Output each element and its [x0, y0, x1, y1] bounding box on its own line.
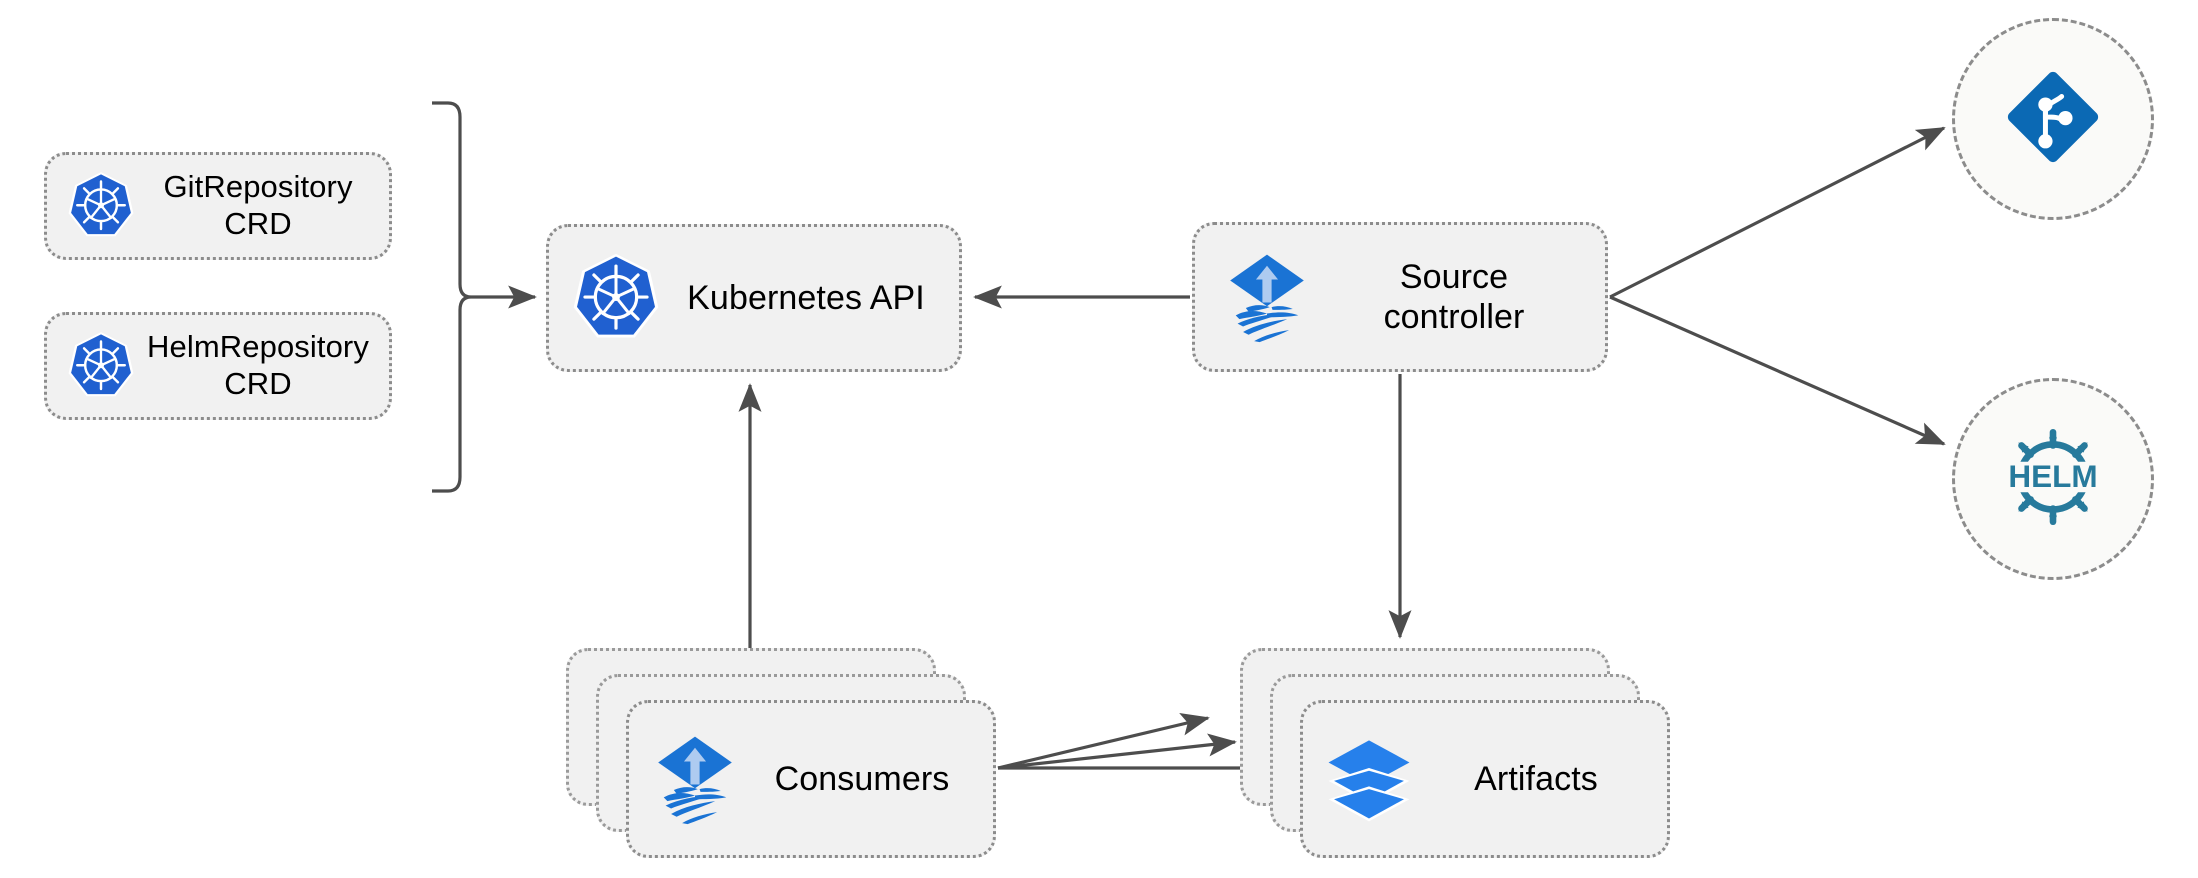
node-label: Source controller	[1383, 257, 1525, 336]
node-helm-endpoint[interactable]: HELM	[1952, 378, 2154, 580]
node-label: HelmRepository CRD	[147, 329, 369, 401]
edge-source-controller-to-helm	[1609, 295, 1946, 446]
helm-icon: HELM	[1992, 416, 2114, 543]
node-git-endpoint[interactable]	[1952, 18, 2154, 220]
node-kubernetes-api[interactable]: Kubernetes API	[546, 224, 962, 372]
node-label: Artifacts	[1474, 759, 1598, 798]
layers-icon	[1323, 733, 1415, 825]
node-consumers-stack[interactable]: Consumers	[566, 648, 996, 858]
node-gitrepository-crd[interactable]: GitRepository CRD	[44, 152, 392, 260]
node-source-controller[interactable]: Source controller	[1192, 222, 1608, 372]
edge-consumers-to-artifacts-1	[997, 713, 1210, 770]
crd-group-bracket	[432, 101, 472, 493]
helm-wordmark: HELM	[2008, 458, 2097, 494]
flux-icon	[1221, 251, 1313, 343]
node-artifacts-stack[interactable]: Artifacts	[1240, 648, 1670, 858]
node-artifacts[interactable]: Artifacts	[1300, 700, 1670, 858]
edge-source-controller-to-git	[1609, 126, 1946, 299]
kubernetes-icon	[569, 251, 663, 345]
edge-consumers-to-artifacts-2	[997, 733, 1237, 770]
node-helmrepository-crd[interactable]: HelmRepository CRD	[44, 312, 392, 420]
node-label: Consumers	[774, 759, 950, 798]
flux-icon	[649, 733, 741, 825]
git-icon	[1999, 63, 2107, 176]
kubernetes-icon	[65, 330, 137, 402]
kubernetes-icon	[65, 170, 137, 242]
node-consumers[interactable]: Consumers	[626, 700, 996, 858]
node-label: Kubernetes API	[687, 278, 925, 317]
node-label: GitRepository CRD	[163, 169, 353, 241]
